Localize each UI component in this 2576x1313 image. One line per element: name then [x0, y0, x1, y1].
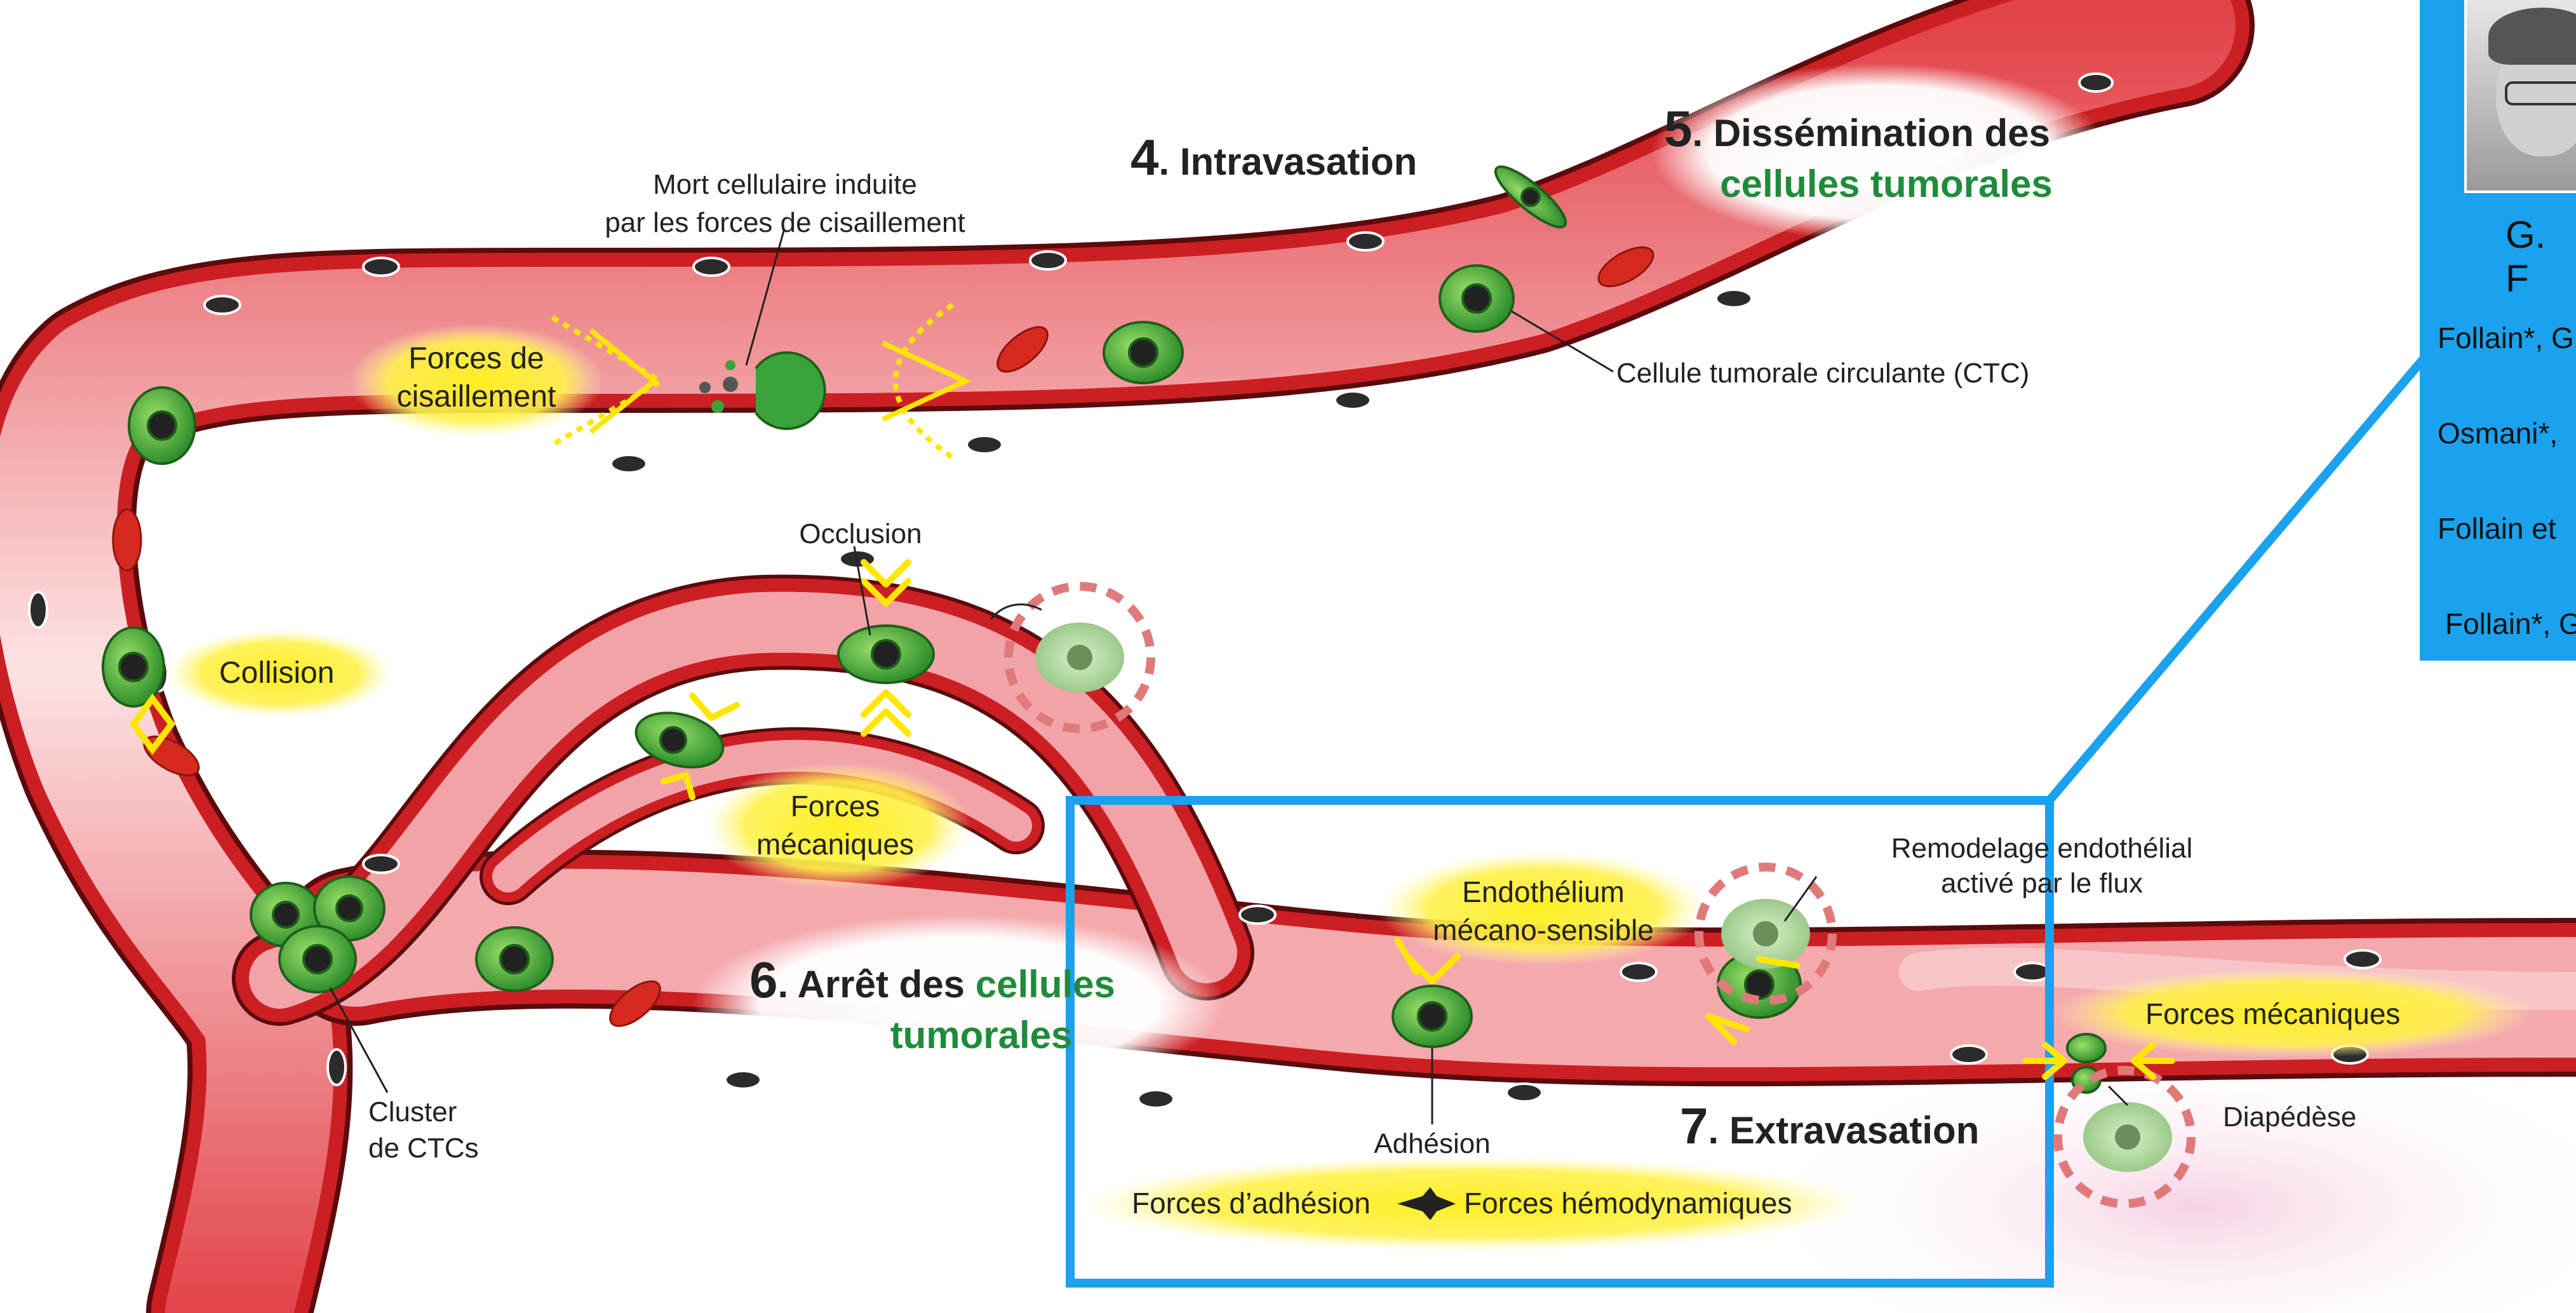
ctc-cell: [1440, 266, 1513, 332]
cluster-label-1: Cluster: [368, 1096, 457, 1128]
tumor-cell: [129, 387, 195, 464]
step-6-green: tumorales: [890, 1014, 1073, 1056]
endothelium-label-2: mécano-sensible: [1433, 913, 1654, 946]
reference-4[interactable]: Follain*, G: [2445, 607, 2576, 641]
adhesion-label: Adhésion: [1374, 1128, 1490, 1159]
cell-death-label-2: par les forces de cisaillement: [605, 207, 965, 238]
remodeling-label-1: Remodelage endothélial: [1891, 833, 2193, 864]
mech-forces-label-1: Forces: [791, 790, 880, 823]
occluding-cell: [838, 626, 934, 683]
tumor-cell: [1104, 322, 1183, 383]
occlusion-label: Occlusion: [799, 518, 922, 549]
mech-forces-right-label: Forces mécaniques: [2145, 997, 2400, 1030]
hemodynamic-forces-label: Forces hémodynamiques: [1464, 1187, 1792, 1220]
cluster-cell: [279, 926, 356, 992]
reference-2[interactable]: Osmani*,: [2438, 416, 2558, 450]
reference-1[interactable]: Follain*, G: [2438, 321, 2574, 355]
shear-label-2: cisaillement: [397, 380, 556, 414]
author-photo: [2464, 0, 2576, 193]
cluster-label-2: de CTCs: [368, 1133, 479, 1164]
remodeling-label-2: activé par le flux: [1941, 868, 2143, 899]
reference-3[interactable]: Follain et: [2438, 511, 2556, 546]
collision-label: Collision: [219, 656, 334, 690]
shear-label-1: Forces de: [408, 342, 544, 375]
tumor-cell: [476, 927, 553, 991]
diapedesis-label: Diapédèse: [2223, 1101, 2356, 1133]
mech-forces-label-2: mécaniques: [756, 828, 914, 861]
endothelium-label-1: Endothélium: [1462, 875, 1625, 908]
cell-death-label-1: Mort cellulaire induite: [653, 169, 917, 200]
ctc-label: Cellule tumorale circulante (CTC): [1616, 358, 2029, 389]
tumor-cell: [103, 628, 164, 706]
adhesion-forces-label: Forces d’adhésion: [1132, 1187, 1371, 1220]
step-4-title: 4. Intravasation: [1130, 129, 1417, 185]
step-5-green: cellules tumorales: [1720, 163, 2053, 205]
glasses-icon: [2505, 81, 2576, 105]
hair-shape: [2488, 8, 2576, 65]
adhering-cell: [1393, 986, 1472, 1047]
author-name: G. F: [2506, 213, 2576, 300]
